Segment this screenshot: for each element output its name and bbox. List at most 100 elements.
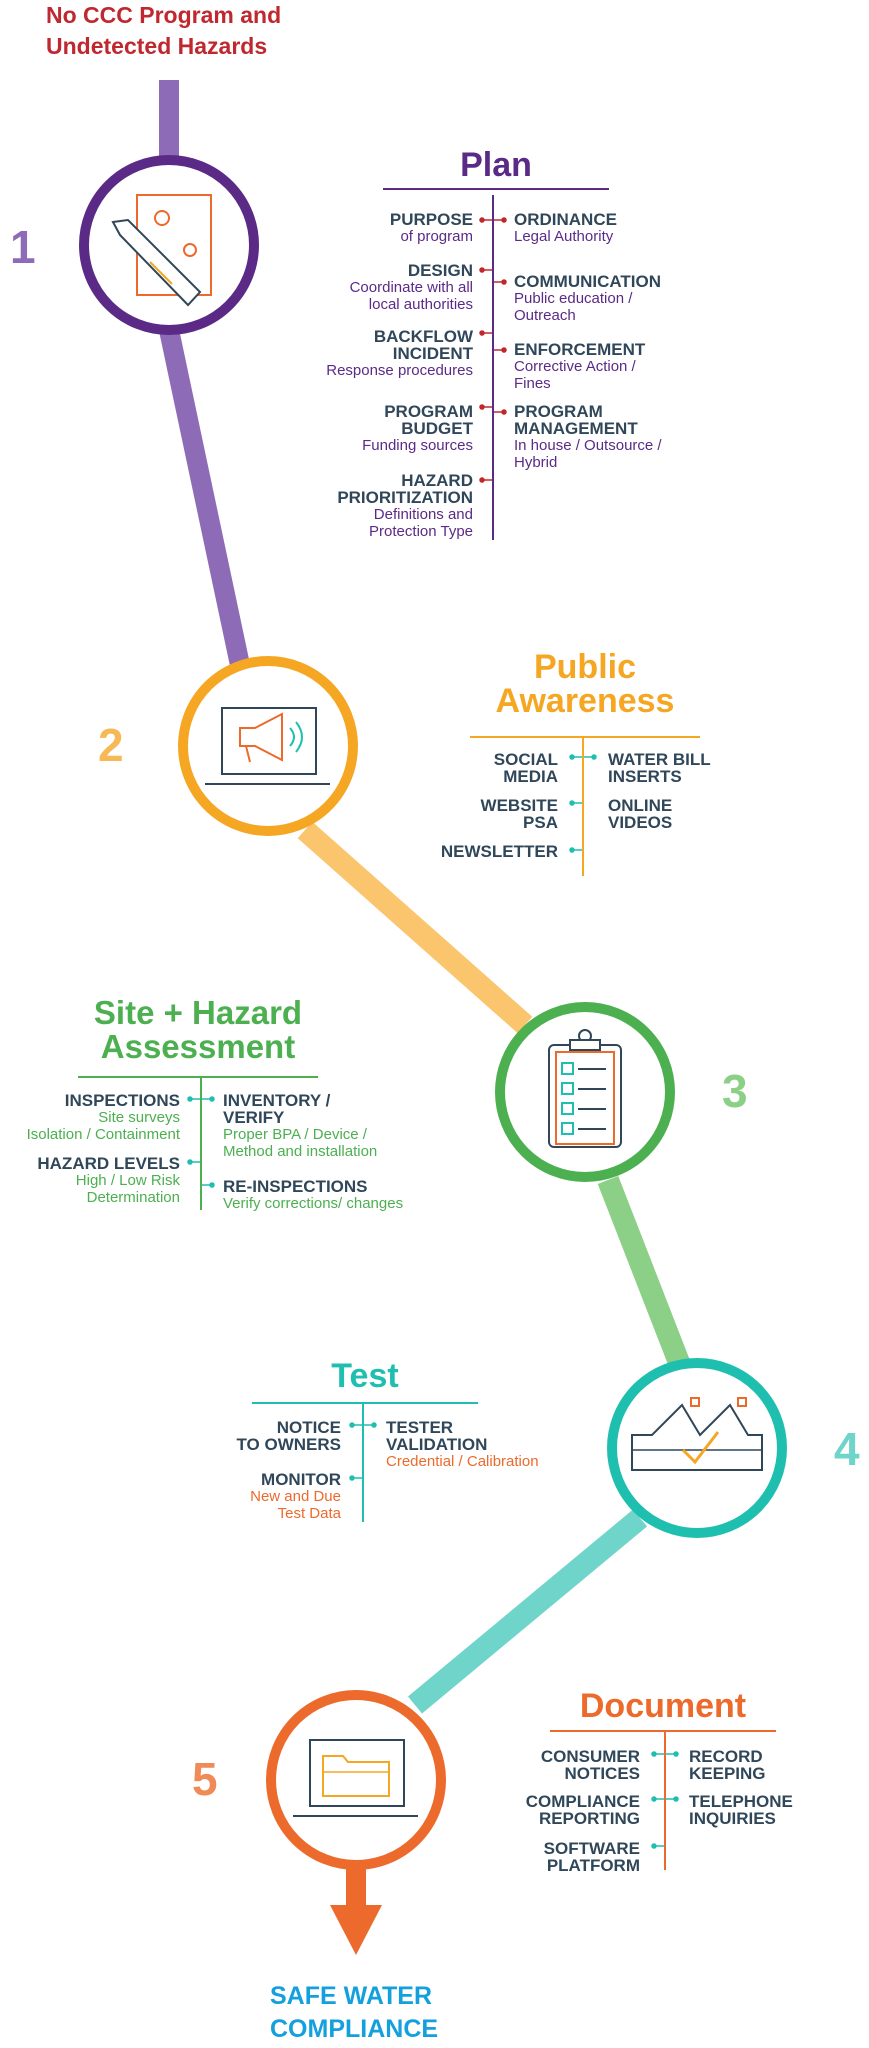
entry-detail: New and Due — [250, 1488, 341, 1505]
entry-detail: Site surveys — [98, 1109, 180, 1126]
document-entry-compliance-reporting: COMPLIANCE REPORTING — [400, 1793, 640, 1827]
entry-heading: PRIORITIZATION — [337, 488, 473, 507]
entry-heading: ONLINE — [608, 796, 673, 815]
entry-heading: MANAGEMENT — [514, 419, 638, 438]
megaphone-laptop-icon — [205, 707, 330, 785]
entry-heading: RECORD — [689, 1747, 763, 1766]
backflow-valve-check-icon — [631, 1397, 763, 1471]
plan-entry-communication: COMMUNICATION Public education / Outreac… — [514, 273, 754, 324]
entry-detail: local authorities — [368, 296, 473, 313]
entry-heading: TESTER — [386, 1418, 454, 1437]
test-entry-tester-validation: TESTER VALIDATION Credential / Calibrati… — [386, 1419, 626, 1470]
document-entry-software-platform: SOFTWARE PLATFORM — [400, 1840, 640, 1874]
entry-detail: Isolation / Containment — [26, 1126, 180, 1143]
entry-heading: TO OWNERS — [236, 1435, 341, 1454]
plan-spine — [492, 195, 494, 540]
test-entry-monitor: MONITOR New and Due Test Data — [101, 1471, 341, 1522]
step-5-number: 5 — [192, 1753, 218, 1805]
entry-heading: SOFTWARE — [543, 1839, 640, 1858]
entry-detail: Protection Type — [369, 523, 473, 540]
entry-detail: Funding sources — [362, 437, 473, 454]
connector-2-3 — [297, 821, 533, 1034]
entry-detail: Outreach — [514, 307, 576, 324]
step-2-number: 2 — [98, 719, 124, 771]
connector-1-2 — [159, 327, 250, 668]
down-arrow-icon — [330, 1905, 382, 1955]
entry-heading: VALIDATION — [386, 1435, 488, 1454]
awareness-entry-newsletter: NEWSLETTER — [318, 843, 558, 860]
entry-heading: VIDEOS — [608, 813, 673, 832]
assessment-entry-inventory-verify: INVENTORY / VERIFY Proper BPA / Device /… — [223, 1092, 463, 1160]
entry-detail: Credential / Calibration — [386, 1453, 539, 1470]
end-label: SAFE WATER COMPLIANCE — [270, 1980, 490, 2046]
entry-heading: NOTICE — [276, 1418, 341, 1437]
assessment-spine — [200, 1078, 202, 1210]
entry-heading: INQUIRIES — [689, 1809, 776, 1828]
entry-detail: High / Low Risk — [75, 1172, 180, 1189]
folder-laptop-icon — [293, 1739, 418, 1817]
end-label-line: COMPLIANCE — [270, 2015, 439, 2043]
step-4-circle — [607, 1358, 787, 1538]
connector-3-4 — [597, 1176, 691, 1369]
assessment-title-line: Site + Hazard — [93, 994, 303, 1031]
entry-heading: NOTICES — [564, 1764, 640, 1783]
entry-heading: INSERTS — [608, 767, 682, 786]
step-5-circle — [266, 1690, 446, 1870]
entry-heading: INCIDENT — [392, 344, 473, 363]
entry-heading: DESIGN — [407, 261, 473, 280]
assessment-connector-ticks — [187, 1096, 215, 1188]
entry-detail: of program — [400, 228, 473, 245]
step-1-circle — [79, 155, 259, 335]
entry-detail: Proper BPA / Device / — [223, 1126, 367, 1143]
entry-heading: TELEPHONE — [689, 1792, 793, 1811]
document-spine — [664, 1732, 666, 1870]
test-spine — [362, 1404, 364, 1522]
clipboard-checklist-icon — [548, 1029, 622, 1148]
awareness-entry-website-psa: WEBSITE PSA — [318, 797, 558, 831]
assessment-title-line: Assessment — [100, 1028, 296, 1065]
awareness-section-header: Public Awareness — [470, 650, 700, 738]
entry-heading: PROGRAM — [514, 402, 603, 421]
awareness-entry-social-media: SOCIAL MEDIA — [318, 751, 558, 785]
plan-entry-ordinance: ORDINANCE Legal Authority — [514, 211, 754, 245]
entry-heading: WATER BILL — [608, 750, 711, 769]
entry-heading: COMPLIANCE — [525, 1792, 640, 1811]
entry-heading: BACKFLOW — [373, 327, 473, 346]
plan-entry-program-management: PROGRAM MANAGEMENT In house / Outsource … — [514, 403, 754, 471]
entry-detail: Determination — [86, 1189, 180, 1206]
awareness-spine — [582, 738, 584, 876]
entry-heading: MONITOR — [261, 1470, 341, 1489]
plan-entry-design: DESIGN Coordinate with all local authori… — [233, 262, 473, 313]
test-section-header: Test — [252, 1352, 478, 1404]
entry-heading: MEDIA — [503, 767, 558, 786]
entry-heading: NEWSLETTER — [440, 842, 558, 861]
document-title: Document — [579, 1687, 747, 1725]
entry-heading: BUDGET — [401, 419, 473, 438]
entry-detail: Method and installation — [223, 1143, 378, 1160]
test-connector-ticks — [349, 1422, 377, 1481]
document-connector-ticks — [651, 1751, 679, 1849]
entry-detail: Public education / — [514, 290, 633, 307]
awareness-entry-water-bill-inserts: WATER BILL INSERTS — [608, 751, 848, 785]
entry-detail: Definitions and — [373, 506, 473, 523]
test-entry-notice-to-owners: NOTICE TO OWNERS — [101, 1419, 341, 1453]
entry-detail: Test Data — [277, 1505, 341, 1522]
step-3-number: 3 — [722, 1065, 748, 1117]
connector-4-5 — [407, 1509, 648, 1714]
plan-title: Plan — [383, 148, 609, 190]
document-section-header: Document — [550, 1684, 776, 1732]
assessment-entry-hazard-levels: HAZARD LEVELS High / Low Risk Determinat… — [0, 1155, 180, 1206]
document-entry-consumer-notices: CONSUMER NOTICES — [400, 1748, 640, 1782]
awareness-connector-ticks — [569, 754, 597, 853]
assessment-section-header: Site + Hazard Assessment — [78, 996, 318, 1078]
start-label-line: Undetected Hazards — [46, 33, 268, 59]
entry-detail: Hybrid — [514, 454, 558, 471]
entry-heading: PLATFORM — [546, 1856, 640, 1875]
pencil-and-gears-icon — [111, 194, 212, 307]
plan-entry-enforcement: ENFORCEMENT Corrective Action / Fines — [514, 341, 754, 392]
entry-heading: REPORTING — [538, 1809, 640, 1828]
assessment-entry-inspections: INSPECTIONS Site surveys Isolation / Con… — [0, 1092, 180, 1143]
start-label-line: No CCC Program and — [46, 2, 282, 28]
